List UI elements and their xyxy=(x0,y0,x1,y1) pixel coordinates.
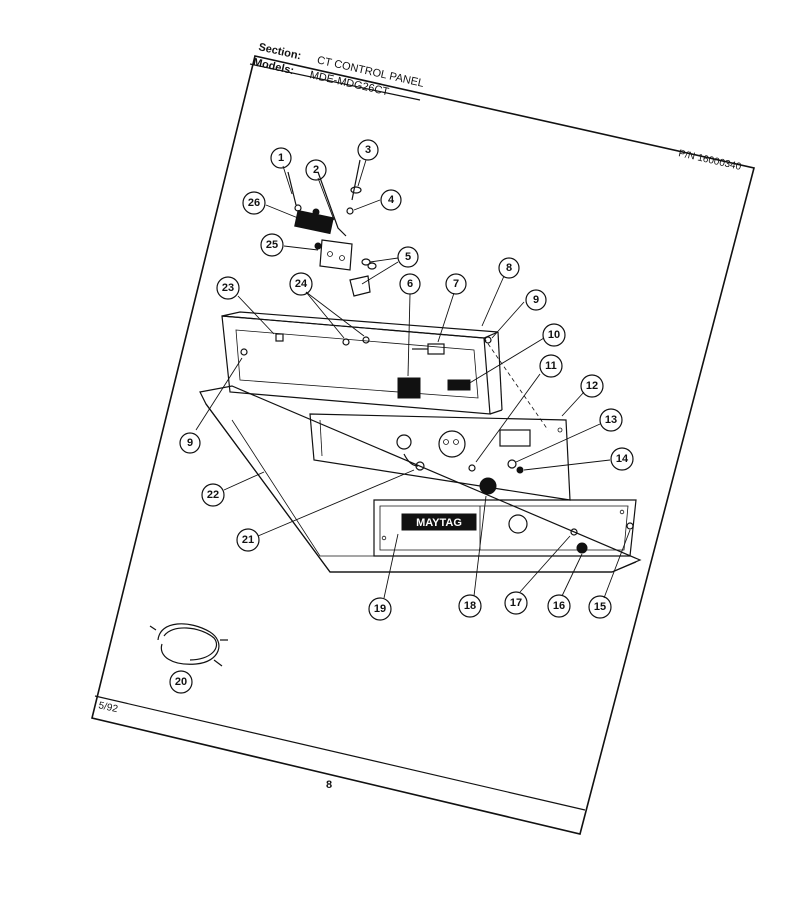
svg-text:24: 24 xyxy=(295,278,308,290)
svg-text:9: 9 xyxy=(187,437,193,449)
callout-21: 21 xyxy=(236,528,260,552)
svg-text:23: 23 xyxy=(222,282,234,294)
callout-6: 6 xyxy=(399,273,421,295)
svg-text:10: 10 xyxy=(548,329,560,341)
callout-23: 23 xyxy=(216,276,240,300)
callout-14: 14 xyxy=(610,447,634,471)
svg-text:11: 11 xyxy=(545,360,557,372)
callout-25: 25 xyxy=(260,233,284,257)
svg-text:14: 14 xyxy=(616,453,629,465)
footer-page-group: 8 xyxy=(326,779,332,791)
leader-lines xyxy=(195,159,631,599)
svg-text:4: 4 xyxy=(388,194,395,206)
callout-8: 8 xyxy=(498,257,520,279)
callout-18: 18 xyxy=(458,594,482,618)
callout-24: 24 xyxy=(289,272,313,296)
maytag-logo-plate xyxy=(401,513,477,531)
svg-text:26: 26 xyxy=(248,197,260,209)
callout-9-lower: 9 xyxy=(179,432,201,454)
svg-text:17: 17 xyxy=(510,597,522,609)
svg-text:18: 18 xyxy=(464,600,476,612)
svg-text:5: 5 xyxy=(405,251,411,263)
maytag-logo-text: MAYTAG xyxy=(416,517,462,529)
footer-date-group: 5/92 xyxy=(97,700,119,715)
callout-9-upper: 9 xyxy=(525,289,547,311)
callout-17: 17 xyxy=(504,591,528,615)
callout-2: 2 xyxy=(305,159,327,181)
svg-text:2: 2 xyxy=(313,164,319,176)
callout-5: 5 xyxy=(397,246,419,268)
footer-date: 5/92 xyxy=(97,700,119,715)
callout-10: 10 xyxy=(542,323,566,347)
sheet-border xyxy=(91,55,755,835)
callout-22: 22 xyxy=(201,483,225,507)
callout-4: 4 xyxy=(380,189,402,211)
callout-7: 7 xyxy=(445,273,467,295)
svg-text:16: 16 xyxy=(553,600,565,612)
svg-text:9: 9 xyxy=(533,294,539,306)
svg-text:21: 21 xyxy=(242,534,254,546)
callout-15: 15 xyxy=(588,595,612,619)
front-control-panel: MAYTAG xyxy=(373,499,637,557)
svg-text:12: 12 xyxy=(586,380,598,392)
callout-3: 3 xyxy=(357,139,379,161)
wire-harness xyxy=(149,623,228,667)
svg-text:8: 8 xyxy=(506,262,512,274)
svg-text:1: 1 xyxy=(278,152,284,164)
svg-text:22: 22 xyxy=(207,489,219,501)
svg-text:6: 6 xyxy=(407,278,413,290)
callout-1: 1 xyxy=(270,147,292,169)
svg-text:13: 13 xyxy=(605,414,617,426)
callout-26: 26 xyxy=(242,191,266,215)
callout-16: 16 xyxy=(547,594,571,618)
callout-20: 20 xyxy=(169,670,193,694)
callout-bubbles: 1 2 3 4 26 25 5 23 24 6 7 8 9 10 11 12 1… xyxy=(169,139,634,694)
svg-text:25: 25 xyxy=(266,239,278,251)
callout-12: 12 xyxy=(580,374,604,398)
callout-19: 19 xyxy=(368,597,392,621)
callout-13: 13 xyxy=(599,408,623,432)
svg-text:19: 19 xyxy=(374,603,386,615)
svg-text:20: 20 xyxy=(175,676,187,688)
exploded-assembly: MAYTAG xyxy=(149,139,642,694)
svg-text:15: 15 xyxy=(594,601,606,613)
small-parts xyxy=(149,159,634,667)
page-number: 8 xyxy=(326,779,332,791)
callout-11: 11 xyxy=(539,354,563,378)
svg-text:3: 3 xyxy=(365,144,371,156)
svg-text:7: 7 xyxy=(453,278,459,290)
